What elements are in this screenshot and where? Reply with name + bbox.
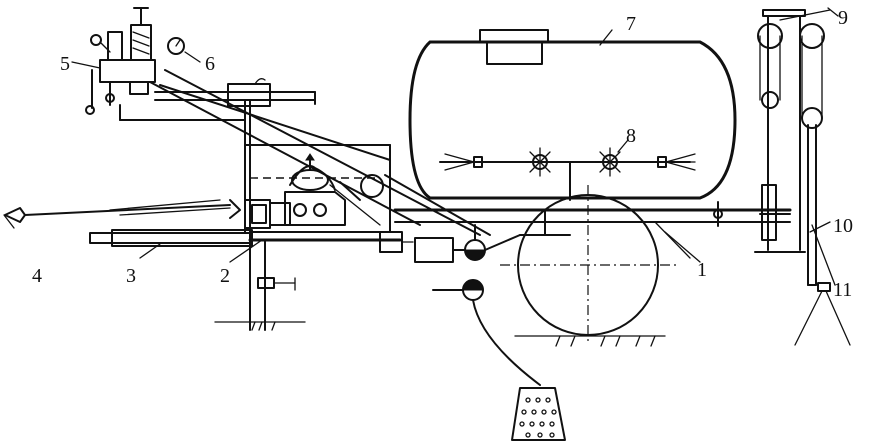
agitator-nozzle-icon xyxy=(525,147,555,177)
label-8: 8 xyxy=(626,125,636,147)
strainer-holes xyxy=(519,397,557,438)
label-11: 11 xyxy=(833,279,852,301)
wheel xyxy=(500,185,680,347)
agitator-line xyxy=(439,139,696,201)
label-4: 4 xyxy=(32,265,42,287)
tank xyxy=(408,29,737,200)
drawbar xyxy=(3,199,241,229)
lower-tube xyxy=(89,229,414,253)
label-5: 5 xyxy=(60,53,70,75)
label-10: 10 xyxy=(833,215,853,237)
suction-hose xyxy=(432,279,566,441)
label-7: 7 xyxy=(626,13,636,35)
label-2: 2 xyxy=(220,265,230,287)
feed-line xyxy=(149,69,491,236)
upper-pipe xyxy=(154,78,316,107)
label-3: 3 xyxy=(126,265,136,287)
box-frame xyxy=(159,84,391,233)
pump-assembly xyxy=(214,153,346,331)
pressure-regulator xyxy=(71,7,246,121)
spray-mast xyxy=(754,7,851,346)
agitator-nozzle-icon xyxy=(595,147,625,177)
leader-lines xyxy=(139,29,831,263)
filter-group xyxy=(414,209,571,263)
label-1: 1 xyxy=(697,259,707,281)
label-6: 6 xyxy=(205,53,215,75)
label-9: 9 xyxy=(838,7,848,29)
